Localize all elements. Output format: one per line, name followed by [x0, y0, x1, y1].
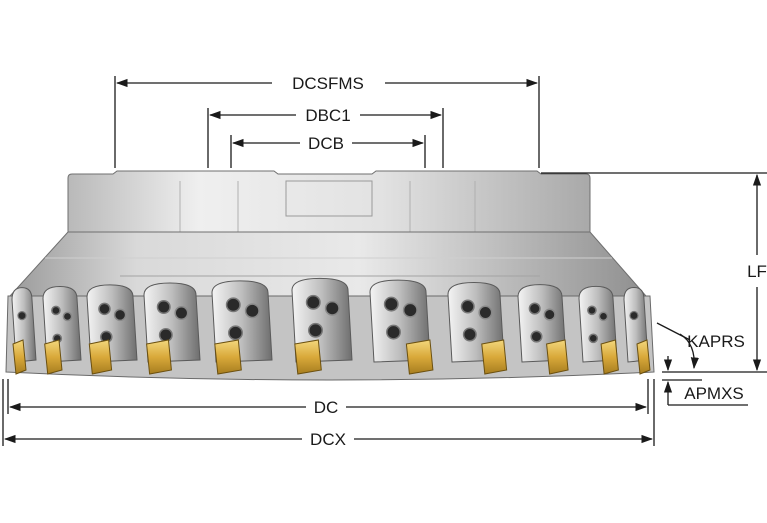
dimension-annotations	[2, 76, 767, 446]
clamp-screw-icon	[386, 324, 401, 340]
label-dcb: DCB	[308, 134, 344, 153]
clamp-screw-icon	[156, 300, 171, 314]
cutting-insert	[481, 339, 508, 375]
clamp-screw-icon	[478, 305, 493, 320]
cutting-insert	[405, 339, 434, 375]
clamp-screw-icon	[460, 299, 475, 314]
hub	[67, 170, 591, 233]
clamp-screw-icon	[588, 333, 599, 344]
clamp-screw-icon	[629, 310, 639, 321]
kaprs-arc	[679, 333, 699, 370]
label-dc: DC	[314, 398, 339, 417]
keyway	[285, 180, 373, 217]
clamp-screw-icon	[174, 306, 189, 320]
clamp-screw-icon	[402, 302, 418, 318]
clamp-screw-icon	[228, 325, 243, 341]
clamp-screw-icon	[51, 305, 61, 316]
clamp-screw-icon	[113, 308, 127, 322]
clamp-screw-icon	[462, 327, 477, 342]
cutting-insert	[146, 339, 172, 375]
label-kaprs: KAPRS	[687, 332, 745, 351]
label-dbc1: DBC1	[305, 106, 350, 125]
clamp-screw-icon	[383, 296, 399, 312]
cutting-insert	[294, 339, 322, 375]
cutting-insert	[636, 339, 651, 375]
label-apmxs: APMXS	[684, 384, 744, 403]
clamp-screw-icon	[225, 297, 241, 313]
clamp-screw-icon	[158, 328, 173, 342]
clamp-screw-icon	[62, 311, 73, 322]
clamp-screw-icon	[543, 308, 556, 321]
clamp-screw-icon	[598, 311, 609, 322]
cutting-insert	[88, 339, 113, 375]
clamp-screw-icon	[587, 305, 597, 316]
clamp-screw-icon	[305, 294, 321, 310]
clamp-screw-icon	[308, 322, 323, 338]
label-lf: LF	[747, 262, 767, 281]
cutting-insert	[44, 339, 63, 375]
clamp-screw-icon	[528, 302, 541, 315]
label-dcx: DCX	[310, 430, 346, 449]
cutting-insert	[600, 339, 619, 375]
dimension-labels: DCSFMS DBC1 DCB LF KAPRS APMXS DC DCX	[292, 74, 767, 449]
clamp-screw-icon	[98, 302, 111, 316]
clamp-screw-icon	[244, 303, 260, 319]
cutting-insert	[214, 339, 242, 375]
cutting-insert	[546, 339, 569, 375]
cutting-insert	[12, 339, 27, 375]
clamp-screw-icon	[324, 300, 340, 316]
clamp-screw-icon	[530, 330, 543, 343]
insert-pockets	[11, 277, 651, 375]
clamp-screw-icon	[17, 311, 27, 321]
label-dcsfms: DCSFMS	[292, 74, 364, 93]
